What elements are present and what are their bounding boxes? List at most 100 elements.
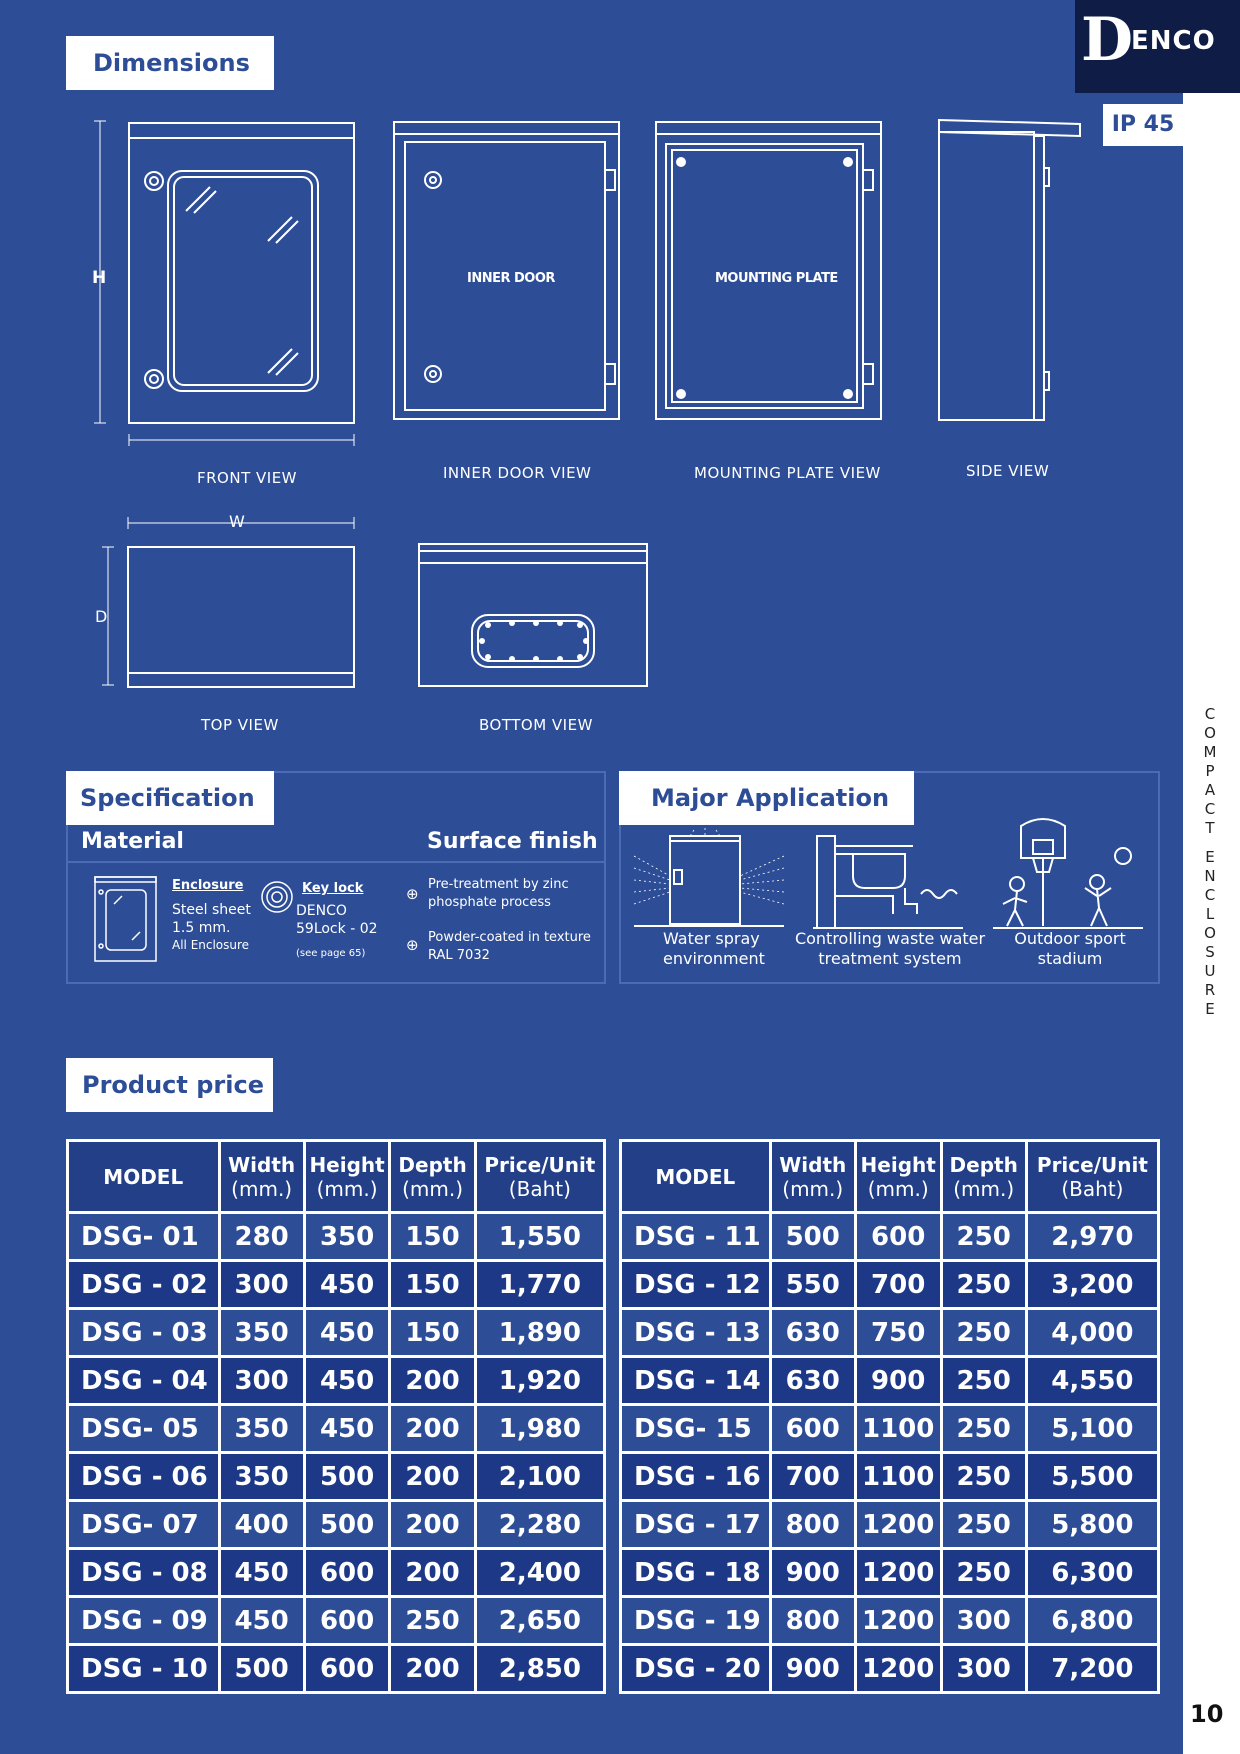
application-3-line2: stadium: [1037, 949, 1103, 968]
top-view-label: TOP VIEW: [201, 716, 279, 734]
material-title: Material: [81, 829, 184, 854]
side-caption-letter: [1195, 838, 1225, 848]
cell-price: 1,770: [473, 1259, 607, 1310]
header-line2: (mm.): [231, 1176, 293, 1201]
header-height: Height(mm.): [853, 1139, 943, 1214]
header-line1: Height: [309, 1152, 385, 1177]
cell-price: 2,650: [473, 1595, 607, 1646]
header-price: Price/Unit(Baht): [1024, 1139, 1161, 1214]
cell-price: 2,280: [473, 1499, 607, 1550]
cell-depth: 150: [388, 1307, 477, 1358]
dimension-h-label: H: [92, 268, 107, 288]
enclosure-line3: All Enclosure: [172, 938, 250, 952]
cell-price: 6,300: [1024, 1547, 1161, 1598]
product-price-title: Product price: [66, 1058, 273, 1112]
cell-price: 5,100: [1024, 1403, 1161, 1454]
catalog-page: Dimensions H FRONT VIEW: [0, 0, 1183, 1754]
spec-divider: [68, 861, 604, 863]
cell-height: 750: [853, 1307, 943, 1358]
application-1-line2: environment: [663, 949, 765, 968]
cell-width: 350: [217, 1451, 306, 1502]
cell-model: DSG - 18: [619, 1547, 772, 1598]
surface-1-line1: Pre-treatment by zinc: [428, 877, 569, 892]
cell-model: DSG - 13: [619, 1307, 772, 1358]
side-caption-letter: T: [1205, 819, 1215, 837]
cell-depth: 250: [939, 1211, 1028, 1262]
cell-model: DSG - 16: [619, 1451, 772, 1502]
cell-depth: 250: [388, 1595, 477, 1646]
cell-height: 1100: [853, 1403, 943, 1454]
inner-door-view-drawing: [393, 121, 620, 420]
header-width: Width(mm.): [217, 1139, 306, 1214]
cell-height: 450: [302, 1355, 392, 1406]
page-number: 10: [1190, 1700, 1224, 1728]
logo-letter: D: [1081, 5, 1134, 75]
cell-width: 630: [768, 1355, 857, 1406]
mounting-plate-view-drawing: [655, 121, 882, 420]
cell-model: DSG - 12: [619, 1259, 772, 1310]
cell-price: 2,970: [1024, 1211, 1161, 1262]
surface-2-line1: Powder-coated in texture: [428, 930, 591, 945]
cell-model: DSG - 11: [619, 1211, 772, 1262]
cell-height: 600: [302, 1643, 392, 1694]
waste-water-icon: [813, 835, 963, 929]
application-title: Major Application: [619, 771, 914, 825]
header-depth: Depth(mm.): [939, 1139, 1028, 1214]
cell-height: 1200: [853, 1499, 943, 1550]
cell-width: 900: [768, 1547, 857, 1598]
dimension-w-label: W: [229, 512, 246, 531]
cell-height: 450: [302, 1403, 392, 1454]
header-line1: Price/Unit: [1036, 1152, 1148, 1177]
application-3-line1: Outdoor sport: [1014, 929, 1126, 948]
cell-height: 500: [302, 1499, 392, 1550]
cell-price: 3,200: [1024, 1259, 1161, 1310]
cell-model: DSG - 09: [66, 1595, 221, 1646]
enclosure-heading: Enclosure: [172, 878, 244, 893]
front-view-label: FRONT VIEW: [197, 469, 298, 487]
specification-title: Specification: [66, 771, 274, 825]
cell-width: 800: [768, 1499, 857, 1550]
side-caption-letter: R: [1204, 981, 1216, 999]
cell-width: 600: [768, 1403, 857, 1454]
cell-height: 700: [853, 1259, 943, 1310]
cell-price: 1,980: [473, 1403, 607, 1454]
key-lock-note: (see page 65): [296, 948, 366, 959]
cell-width: 700: [768, 1451, 857, 1502]
cell-depth: 250: [939, 1355, 1028, 1406]
cell-height: 1200: [853, 1547, 943, 1598]
cell-height: 500: [302, 1451, 392, 1502]
cell-width: 800: [768, 1595, 857, 1646]
cell-depth: 250: [939, 1451, 1028, 1502]
cell-height: 350: [302, 1211, 392, 1262]
cell-price: 1,890: [473, 1307, 607, 1358]
header-depth: Depth(mm.): [388, 1139, 477, 1214]
enclosure-line2: 1.5 mm.: [172, 920, 231, 936]
cell-height: 1200: [853, 1595, 943, 1646]
cell-price: 4,000: [1024, 1307, 1161, 1358]
cell-depth: 300: [939, 1595, 1028, 1646]
cell-depth: 200: [388, 1451, 477, 1502]
cell-model: DSG - 04: [66, 1355, 221, 1406]
header-model: MODEL: [619, 1139, 772, 1214]
surface-finish-title: Surface finish: [427, 829, 598, 854]
cell-depth: 250: [939, 1547, 1028, 1598]
cell-depth: 250: [939, 1499, 1028, 1550]
enclosure-line1: Steel sheet: [172, 902, 251, 918]
application-1-line1: Water spray: [663, 929, 760, 948]
header-line1: Price/Unit: [484, 1152, 596, 1177]
cell-model: DSG- 01: [66, 1211, 221, 1262]
cell-height: 1200: [853, 1643, 943, 1694]
header-line2: (mm.): [316, 1176, 378, 1201]
cell-width: 630: [768, 1307, 857, 1358]
ip-rating-badge: IP 45: [1103, 104, 1183, 146]
cell-model: DSG- 05: [66, 1403, 221, 1454]
cell-height: 450: [302, 1259, 392, 1310]
header-height: Height(mm.): [302, 1139, 392, 1214]
